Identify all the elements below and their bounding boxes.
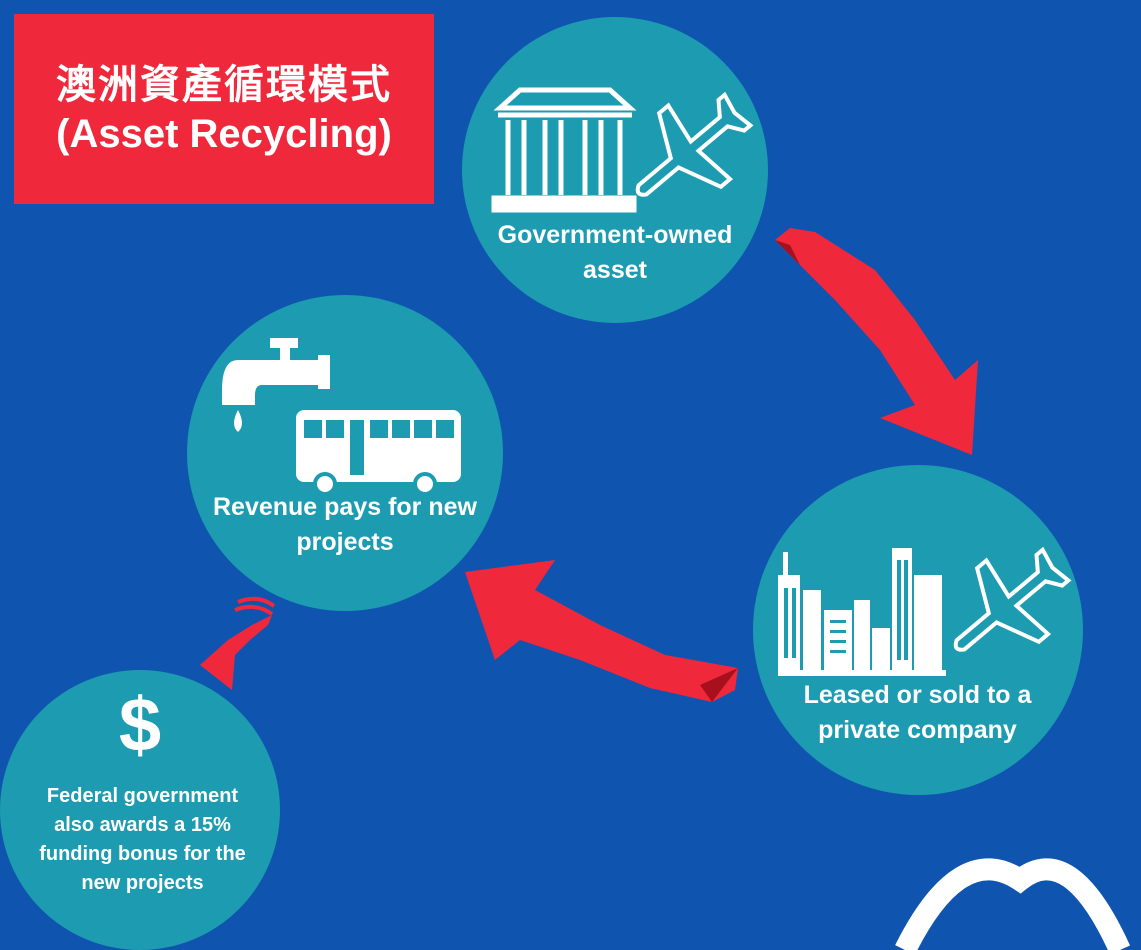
- arrow-bonus-to-revenue: [200, 596, 276, 690]
- bonus-label-line2: also awards a 15%: [54, 814, 231, 836]
- title-english: (Asset Recycling): [56, 112, 392, 156]
- government-asset-label-line1: Government-owned: [497, 221, 733, 249]
- logo-arch-icon: [895, 858, 1131, 950]
- government-building-icon: [491, 87, 637, 213]
- government-asset-label: Government-owned asset: [480, 218, 750, 288]
- title-box: 澳洲資產循環模式 (Asset Recycling): [14, 14, 434, 204]
- bonus-label-line3: funding bonus for the: [39, 843, 246, 865]
- bus-icon: [296, 410, 461, 496]
- bonus-symbol: $: [118, 683, 162, 768]
- government-asset-label-line2: asset: [583, 256, 647, 284]
- airplane-icon: [635, 91, 754, 197]
- revenue-label-line1: Revenue pays for new: [213, 493, 477, 521]
- leased-label-line1: Leased or sold to a: [803, 681, 1032, 709]
- bonus-label-line4: new projects: [81, 872, 204, 894]
- title-chinese: 澳洲資產循環模式: [56, 62, 392, 108]
- city-windows: [784, 560, 908, 660]
- airplane-icon: [953, 546, 1072, 652]
- bonus-circle: [0, 670, 280, 950]
- leased-label-line2: private company: [818, 716, 1017, 744]
- government-asset-circle: [462, 17, 768, 323]
- bonus-label-line1: Federal government: [46, 785, 239, 807]
- bonus-label: Federal government also awards a 15% fun…: [20, 782, 265, 898]
- leased-label: Leased or sold to a private company: [775, 678, 1060, 748]
- arrow-asset-to-leased: [775, 228, 978, 455]
- water-tap-icon: [222, 338, 330, 432]
- arrow-leased-to-revenue: [465, 560, 738, 702]
- revenue-label-line2: projects: [296, 528, 394, 556]
- revenue-label: Revenue pays for new projects: [200, 490, 490, 560]
